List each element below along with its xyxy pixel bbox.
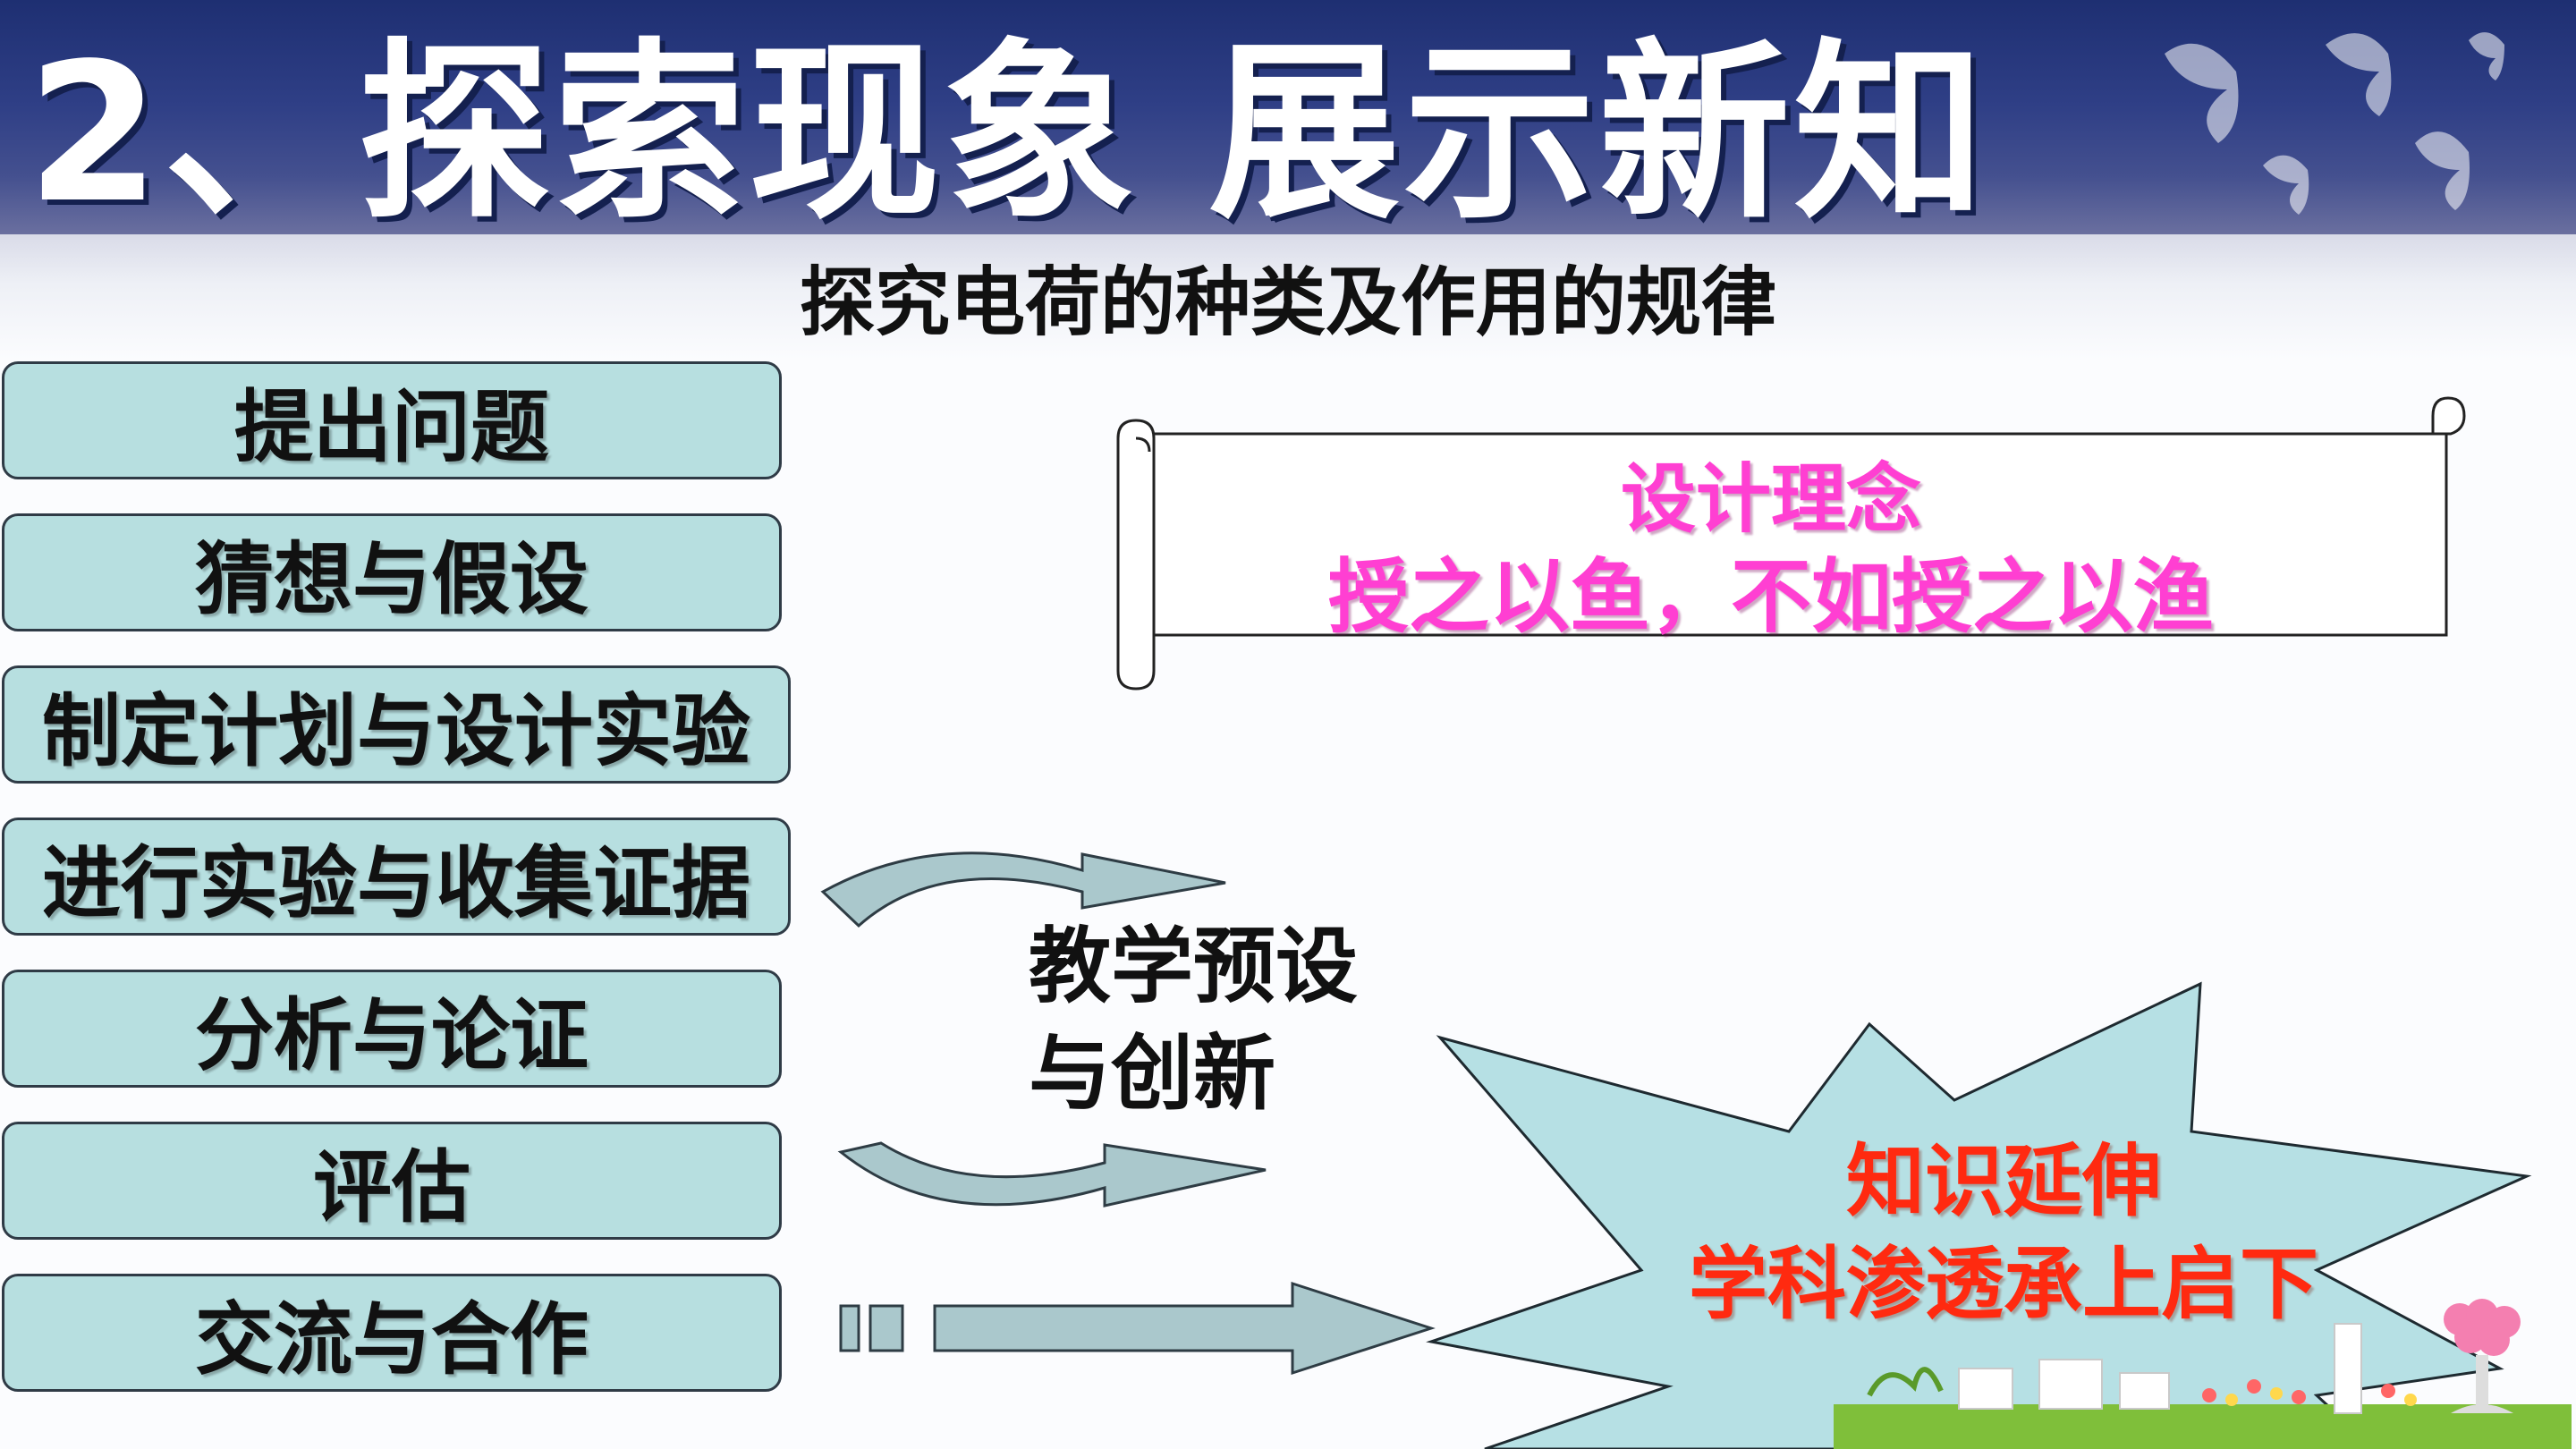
step-box: 交流与合作 bbox=[2, 1274, 782, 1392]
step-box: 分析与论证 bbox=[2, 970, 782, 1088]
header-shine bbox=[0, 234, 2576, 360]
center-label-line1: 教学预设 bbox=[1029, 918, 1359, 1014]
design-quote: 授之以鱼，不如授之以渔 bbox=[1328, 549, 2214, 644]
center-label-line2: 与创新 bbox=[1029, 1025, 1276, 1122]
step-box: 制定计划与设计实验 bbox=[2, 665, 791, 784]
slide-subtitle: 探究电荷的种类及作用的规律 bbox=[799, 258, 1776, 346]
step-box: 评估 bbox=[2, 1122, 782, 1240]
curved-arrow-top-icon bbox=[820, 852, 1226, 928]
burst-line1: 知识延伸 bbox=[1845, 1134, 2161, 1227]
step-box: 进行实验与收集证据 bbox=[2, 818, 791, 936]
step-box: 提出问题 bbox=[2, 361, 782, 479]
design-scroll bbox=[1116, 396, 2466, 691]
design-heading: 设计理念 bbox=[1620, 454, 1921, 543]
striped-arrow-icon bbox=[839, 1281, 1436, 1376]
header-banner bbox=[0, 0, 2576, 234]
curved-arrow-bottom-icon bbox=[837, 1141, 1267, 1208]
butterfly-decoration-icon bbox=[2165, 32, 2504, 215]
flower-decoration-icon bbox=[1834, 1299, 2572, 1449]
starburst-shape bbox=[1426, 981, 2532, 1449]
burst-line2: 学科渗透承上启下 bbox=[1688, 1237, 2318, 1330]
page-title: 2、探索现象 展示新知 bbox=[27, 22, 1989, 245]
center-label: 教学预设 与创新 bbox=[1029, 912, 1358, 1127]
step-box: 猜想与假设 bbox=[2, 513, 782, 631]
